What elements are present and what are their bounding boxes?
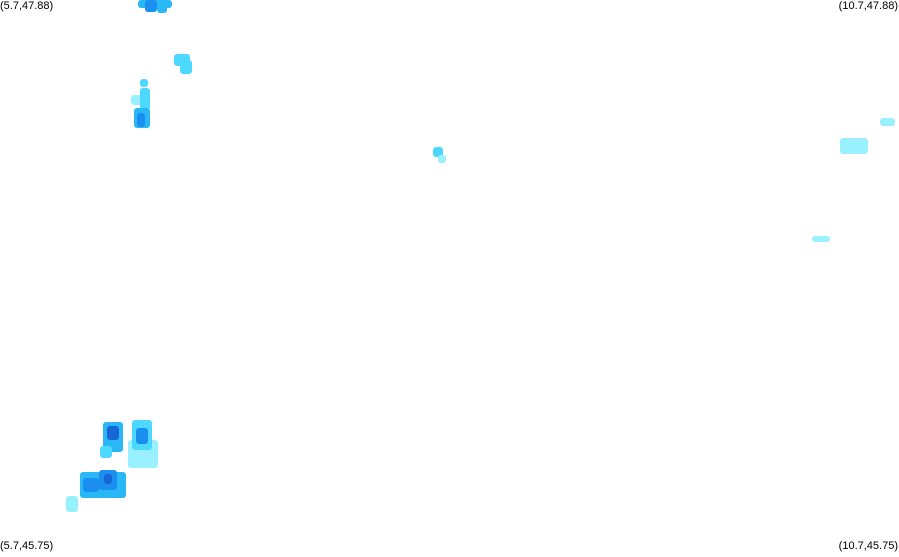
radar-cell bbox=[100, 446, 112, 458]
radar-cell bbox=[812, 236, 830, 242]
radar-cell bbox=[438, 155, 446, 163]
radar-cell bbox=[433, 147, 443, 157]
radar-cell bbox=[157, 3, 167, 13]
radar-cell bbox=[104, 474, 112, 484]
radar-cell bbox=[180, 60, 192, 74]
corner-label-top-right: (10.7,47.88) bbox=[838, 0, 898, 12]
radar-cell bbox=[880, 118, 895, 126]
corner-label-top-left: (5.7,47.88) bbox=[0, 0, 54, 12]
corner-label-bottom-left: (5.7,45.75) bbox=[0, 540, 54, 552]
radar-cell bbox=[136, 428, 148, 444]
radar-cell bbox=[83, 478, 99, 492]
corner-label-bottom-right: (10.7,45.75) bbox=[838, 540, 898, 552]
radar-cell bbox=[140, 88, 150, 110]
radar-cell bbox=[140, 79, 148, 87]
radar-cell bbox=[70, 504, 78, 512]
radar-cell bbox=[145, 0, 157, 12]
radar-cell bbox=[137, 113, 145, 127]
radar-cell bbox=[107, 426, 119, 440]
radar-cell bbox=[840, 138, 868, 154]
